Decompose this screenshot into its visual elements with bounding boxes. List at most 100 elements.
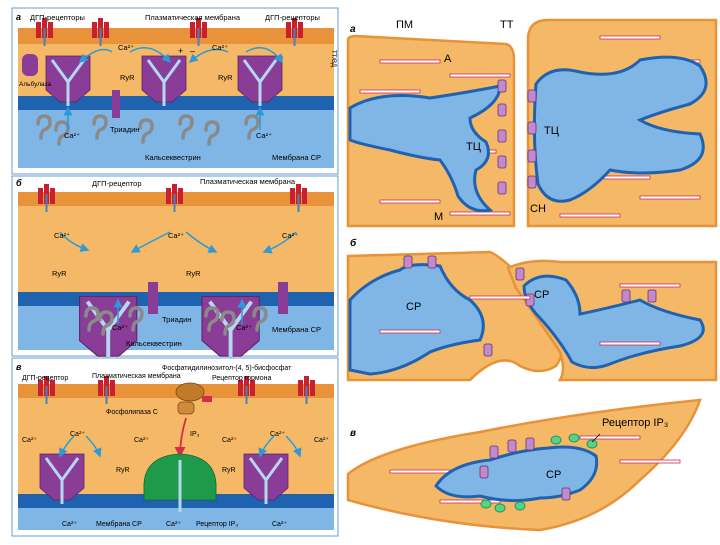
panel-a-arrow-2 [129,47,172,64]
panel-c-ca-l1: Ca²⁺ [22,437,37,444]
panel-d-pm-label: ПМ [396,19,413,31]
panel-b-dhp-label: ДГП-рецептор [92,179,142,188]
panel-b-cytoplasm [18,206,334,292]
panel-c-ca-b3: Ca²⁺ [272,521,287,528]
panel-c-pip2-label: Фосфатидилинозитол-(4, 5)-бисфосфат [162,364,292,372]
panel-f-sr-label: СР [546,469,561,481]
panel-c-dhp-label: ДГП-рецептор [22,375,68,382]
panel-d-tc1-label: ТЦ [466,141,481,153]
panel-a-ca1: Ca²⁺ [118,43,134,52]
panel-d-a-label: А [444,53,452,65]
panel-b-ca5: Ca²⁺ [236,323,252,332]
panel-b-ca3: Ca²⁺ [282,231,298,240]
panel-d-tc-right [532,55,708,203]
panel-c-arrow-1 [59,435,75,458]
panel-c: в ДГП-рецептор Плазматическая мембрана Ф… [11,357,339,537]
panel-a-pm-label: Плазматическая мембрана [145,13,241,22]
panel-b-ca1: Ca²⁺ [54,231,70,240]
panel-b-triadins-label: Триадин [162,315,191,324]
panel-c-ip3-receptor-label: Рецептор IP₃ [196,521,238,528]
panel-b-arrow-3 [185,231,218,253]
panel-c-arrow-2 [85,435,102,458]
panel-c-plc-shape [177,401,195,415]
panel-c-ca-b1: Ca²⁺ [62,521,77,528]
panel-c-arrow-4 [285,435,302,458]
panel-a-ca2: Ca²⁺ [212,43,228,52]
panel-a-arrow-3 [188,48,229,64]
panel-c-ryr2: RyR [222,467,236,474]
panel-a-letter: а [16,12,21,22]
panel-f-ip3-receptor-label: Рецептор IP₃ [602,417,668,429]
panel-b: б ДГП-рецептор Плазматическая мембрана C… [11,175,339,364]
panel-e: б СР СР [346,237,718,382]
panel-f-ip3-receptors [480,433,598,513]
panel-b-ryr2: RyR [186,269,201,278]
panel-a: а ДГП-рецепторы Плазматическая мембрана … [11,7,339,175]
panel-d-tt-label: ТТ [500,19,514,31]
panel-a-ryr2: RyR [218,73,233,82]
panel-f: в Рецептор IP₃ СР [346,398,702,532]
panel-c-hormone-label: Рецептор гормона [212,375,271,382]
panel-c-ca-r1: Ca²⁺ [222,437,237,444]
panel-d-letter: а [350,24,356,35]
panel-c-ca-r3: Ca²⁺ [314,437,329,444]
panel-a-arrow-4 [245,47,283,64]
panel-c-plc-label: Фосфолипаза С [106,409,158,416]
panel-c-ip3-arrow [174,417,187,458]
panel-c-pm-label: Плазматическая мембрана [92,372,181,380]
panel-a-minus: – [190,46,195,56]
panel-d-m-label: М [434,211,443,223]
panel-a-sr-lumen [18,110,334,168]
panel-f-leader [591,433,601,443]
panel-b-arrow-4 [262,231,297,254]
panel-c-sr-membrane-label: Мембрана СР [96,520,142,528]
panel-a-albumin-shape [22,54,38,76]
panel-c-ca-l3: Ca²⁺ [134,437,149,444]
panel-e-sr2-label: СР [534,289,549,301]
panel-b-arrow-2 [130,231,171,253]
panel-a-calsequestrin-label: Кальсеквестрин [145,153,201,162]
panel-a-plus: + [178,46,183,56]
panel-b-sr-membrane-label: Мембрана СР [272,325,321,334]
panel-d-tc-left [348,84,502,213]
panel-c-pip2-shape [202,396,212,402]
panel-a-ca4: Ca²⁺ [256,131,272,140]
panel-b-ca2: Ca²⁺ [168,231,184,240]
panel-a-dhp-right-label: ДГП-рецепторы [265,13,320,22]
panel-a-ryr1: RyR [120,73,135,82]
panel-e-sr1-label: СР [406,301,421,313]
panel-c-ca-l2: Ca²⁺ [70,431,85,438]
panel-a-arrow-1 [78,48,113,64]
panel-c-ryr1: RyR [116,467,130,474]
panel-b-pm-label: Плазматическая мембрана [200,177,296,186]
panel-a-albumin-label: Альбулаза [19,80,52,88]
panel-b-triadin-shape [148,282,158,314]
panel-a-sr-membrane-label: Мембрана СР [272,153,321,162]
panel-c-sr-lumen [18,508,334,530]
panel-b-triadin-shape-2 [278,282,288,314]
panel-d-cn-label: СН [530,203,546,215]
panel-f-sr [434,445,599,503]
panel-a-ca3: Ca²⁺ [64,131,80,140]
panel-c-hormone-receptor-shape [175,382,205,402]
panel-d-tc2-label: ТЦ [544,125,559,137]
panel-e-sr-left [348,263,485,376]
panel-c-ip3-label: IP₃ [190,431,200,438]
panel-b-arrow-1 [59,231,90,252]
panel-e-letter: б [350,237,357,249]
panel-a-triadin-label: Триадин [110,125,139,134]
panel-b-calsequestrin-label: Кальсеквестрин [126,339,182,348]
panel-f-letter: в [350,428,356,439]
panel-c-letter: в [16,362,22,372]
panel-b-ryr1: RyR [52,269,67,278]
panel-a-dhp-left-label: ДГП-рецепторы [30,13,85,22]
panel-b-letter: б [16,178,22,188]
panel-c-ca-r2: Ca²⁺ [270,431,285,438]
panel-c-arrow-3 [258,435,275,458]
panel-b-ca4: Ca²⁺ [112,323,128,332]
panel-c-ca-b2: Ca²⁺ [166,521,181,528]
panel-a-tt-label: ТТ/ВД [330,50,336,67]
panel-d: а ПМ ТТ А ТЦ ТЦ М СН [346,18,718,228]
